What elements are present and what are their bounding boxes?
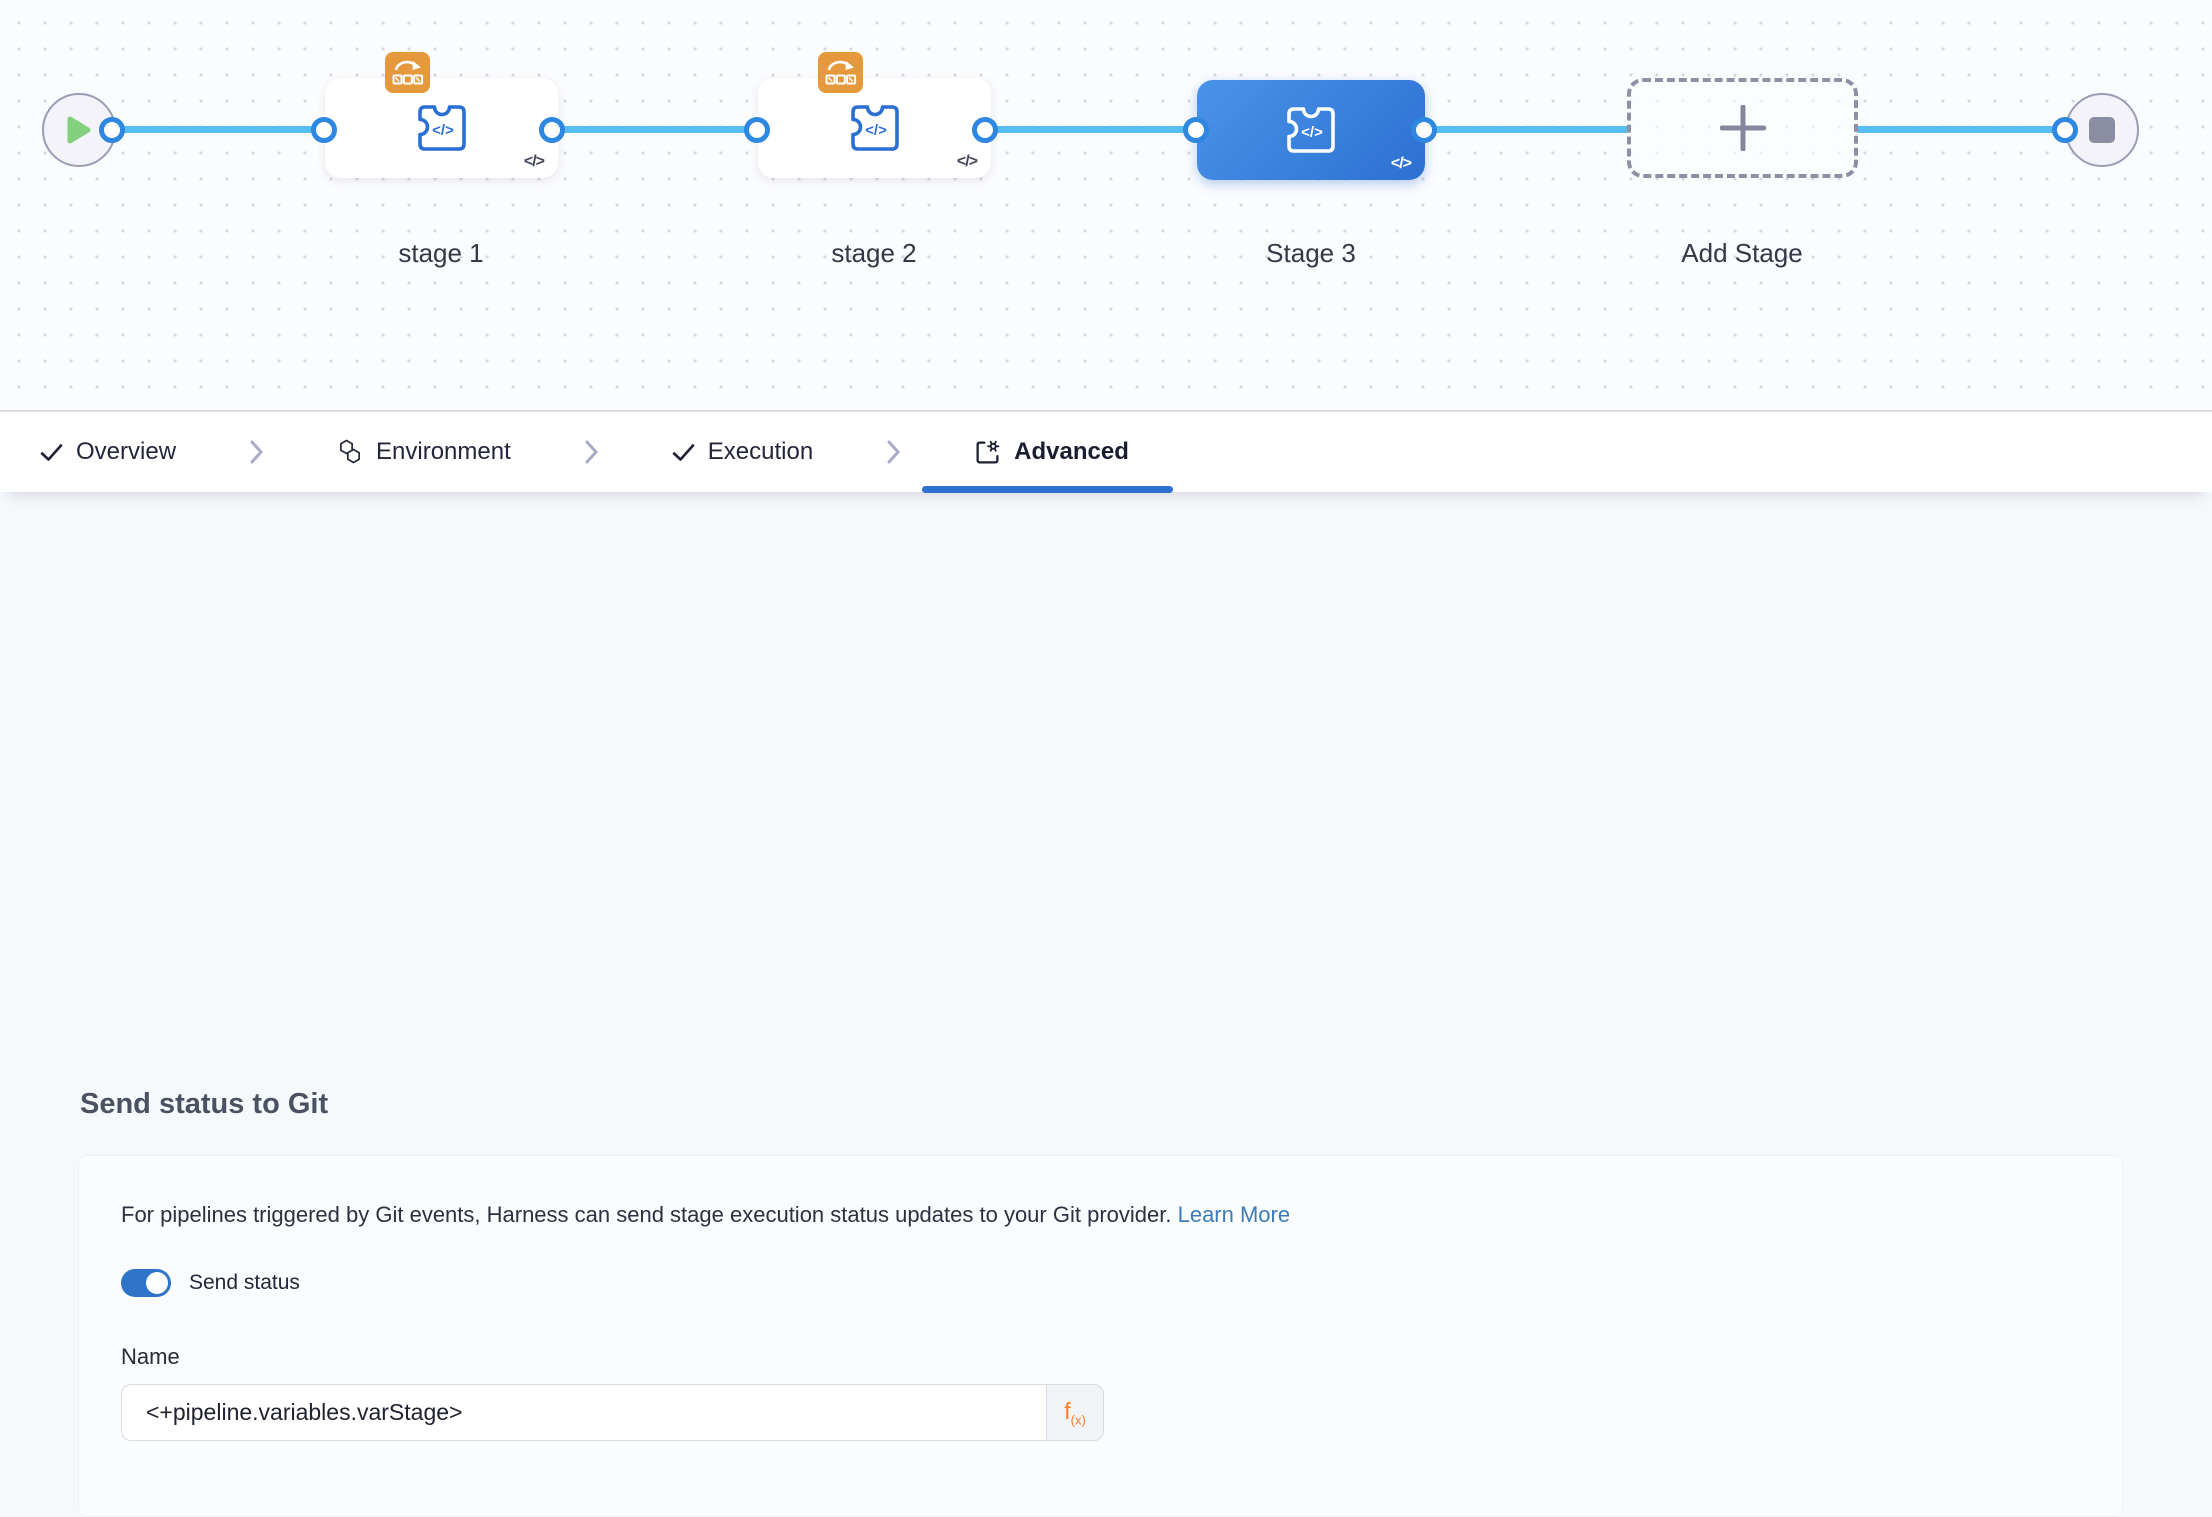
- node-port[interactable]: [539, 117, 565, 143]
- stage-config-tabbar: Overview Environment Execution: [0, 410, 2212, 493]
- pipeline-link: [985, 126, 1199, 133]
- description-text: For pipelines triggered by Git events, H…: [121, 1202, 1291, 1227]
- svg-text:</>: </>: [865, 122, 887, 139]
- expression-fx-button[interactable]: f(x): [1046, 1384, 1104, 1441]
- pipeline-link: [552, 126, 764, 133]
- node-port[interactable]: [1183, 117, 1209, 143]
- pipeline-link: [1855, 126, 2067, 133]
- node-port[interactable]: [311, 117, 337, 143]
- toggle-knob: [146, 1272, 168, 1294]
- stop-icon: [2089, 117, 2115, 143]
- learn-more-link[interactable]: Learn More: [1177, 1202, 1291, 1227]
- chevron-right-icon: [250, 440, 264, 464]
- tab-advanced[interactable]: Advanced: [922, 411, 1173, 493]
- pipeline-link: [1424, 126, 1630, 133]
- check-icon: [672, 443, 695, 461]
- advanced-tab-content: Send status to Git For pipelines trigger…: [0, 492, 2212, 1517]
- node-port[interactable]: [972, 117, 998, 143]
- pipeline-canvas[interactable]: </> </> </> </> </> </>: [0, 0, 2212, 410]
- play-icon: [67, 116, 91, 144]
- section-heading: Send status to Git: [80, 1088, 329, 1120]
- tab-environment[interactable]: Environment: [337, 411, 511, 493]
- yaml-toggle-glyph: </>: [956, 153, 978, 170]
- plus-icon: [1719, 105, 1766, 151]
- fx-icon: f(x): [1064, 1397, 1086, 1428]
- propagate-badge-icon: [818, 52, 863, 93]
- stage-node-3[interactable]: </> </>: [1197, 80, 1425, 180]
- propagate-badge-icon: [385, 52, 430, 93]
- node-port[interactable]: [99, 117, 125, 143]
- chevron-right-icon: [887, 440, 901, 464]
- tab-label: Overview: [76, 438, 177, 465]
- stage-node-1[interactable]: </> </>: [325, 52, 558, 178]
- stage-label: stage 1: [398, 238, 484, 268]
- send-status-card: For pipelines triggered by Git events, H…: [78, 1155, 2123, 1517]
- yaml-toggle-glyph: </>: [523, 153, 545, 170]
- tab-execution[interactable]: Execution: [672, 411, 813, 493]
- pipeline-link: [112, 126, 332, 133]
- tab-label: Environment: [376, 438, 511, 465]
- name-input[interactable]: [121, 1384, 1046, 1441]
- custom-stage-puzzle-icon: </>: [417, 105, 466, 151]
- yaml-toggle-glyph: </>: [1390, 155, 1412, 172]
- tab-label: Execution: [707, 438, 814, 465]
- stage-node-2[interactable]: </> </>: [758, 52, 991, 178]
- settings-doc-icon: [976, 440, 1000, 464]
- node-port[interactable]: [744, 117, 770, 143]
- send-status-toggle[interactable]: [121, 1269, 171, 1297]
- check-icon: [40, 443, 63, 461]
- chevron-right-icon: [585, 440, 598, 464]
- toggle-label: Send status: [189, 1271, 300, 1294]
- svg-text:</>: </>: [1301, 124, 1323, 141]
- svg-text:</>: </>: [432, 122, 454, 139]
- tab-overview[interactable]: Overview: [40, 411, 176, 493]
- stage-label: Stage 3: [1266, 238, 1356, 268]
- node-port[interactable]: [2052, 117, 2078, 143]
- node-port[interactable]: [1411, 117, 1437, 143]
- add-stage-button[interactable]: [1627, 78, 1858, 178]
- custom-stage-puzzle-icon: </>: [1287, 107, 1335, 153]
- stage-label: stage 2: [831, 238, 917, 268]
- name-field-label: Name: [121, 1344, 180, 1369]
- custom-stage-puzzle-icon: </>: [850, 105, 899, 151]
- tab-label: Advanced: [1014, 438, 1129, 465]
- add-stage-label: Add Stage: [1681, 238, 1803, 268]
- hexagons-icon: [340, 439, 361, 464]
